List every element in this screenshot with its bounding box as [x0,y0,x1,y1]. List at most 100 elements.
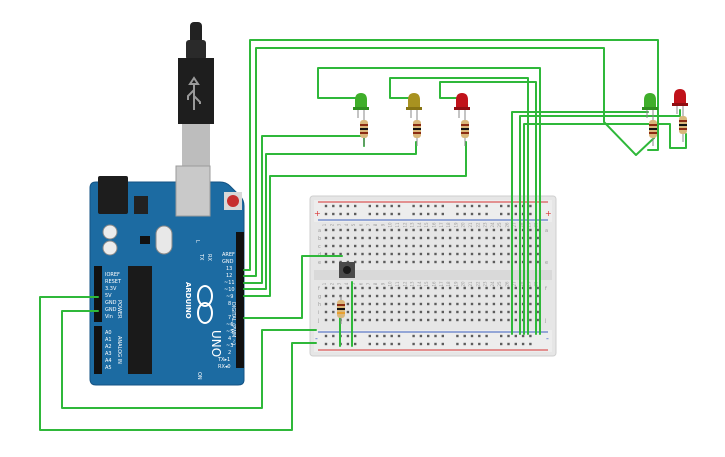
breadboard-hole[interactable] [478,318,481,322]
breadboard-hole[interactable] [536,252,539,256]
breadboard-hole[interactable] [361,318,364,322]
breadboard-hole[interactable] [375,286,379,290]
breadboard-hole[interactable] [529,236,532,240]
breadboard-hole[interactable] [324,286,328,290]
breadboard-hole[interactable] [478,302,481,306]
wire-left-green-led-ground[interactable] [317,67,541,335]
breadboard-hole[interactable] [434,260,437,264]
breadboard-hole[interactable] [507,302,510,306]
breadboard-hole[interactable] [346,236,350,240]
rail-hole[interactable] [346,334,350,338]
rail-hole[interactable] [514,212,517,216]
breadboard-hole[interactable] [463,260,466,264]
rail-hole[interactable] [470,334,474,338]
breadboard-hole[interactable] [383,318,386,322]
breadboard-hole[interactable] [368,286,371,290]
breadboard-hole[interactable] [434,318,437,322]
breadboard-hole[interactable] [448,228,452,232]
breadboard-hole[interactable] [339,228,342,232]
breadboard-hole[interactable] [492,294,496,298]
breadboard-hole[interactable] [492,228,496,232]
breadboard-hole[interactable] [412,310,415,314]
breadboard-hole[interactable] [383,310,386,314]
breadboard-hole[interactable] [375,302,379,306]
breadboard-hole[interactable] [441,302,444,306]
rail-hole[interactable] [419,342,423,346]
resistor-red-right[interactable] [679,110,687,142]
breadboard-hole[interactable] [412,318,415,322]
breadboard-hole[interactable] [500,318,503,322]
breadboard-hole[interactable] [470,244,474,248]
breadboard-hole[interactable] [419,228,423,232]
push-button[interactable] [339,262,355,278]
breadboard-hole[interactable] [332,252,335,256]
rail-hole[interactable] [463,334,466,338]
rail-hole[interactable] [427,334,430,338]
rail-hole[interactable] [368,342,371,346]
rail-hole[interactable] [368,334,371,338]
breadboard-hole[interactable] [405,302,408,306]
rail-hole[interactable] [434,342,437,346]
breadboard-hole[interactable] [463,294,466,298]
rail-hole[interactable] [383,204,386,208]
breadboard-hole[interactable] [485,294,488,298]
breadboard-hole[interactable] [514,252,517,256]
breadboard-hole[interactable] [514,228,517,232]
rail-hole[interactable] [412,212,415,216]
breadboard-hole[interactable] [463,228,466,232]
breadboard-hole[interactable] [368,310,371,314]
breadboard-hole[interactable] [390,244,393,248]
breadboard-hole[interactable] [427,228,430,232]
breadboard-hole[interactable] [427,302,430,306]
breadboard-hole[interactable] [478,310,481,314]
rail-hole[interactable] [507,342,510,346]
breadboard-hole[interactable] [324,236,328,240]
breadboard-hole[interactable] [456,236,459,240]
breadboard-hole[interactable] [456,252,459,256]
breadboard-hole[interactable] [536,286,539,290]
breadboard-hole[interactable] [412,260,415,264]
breadboard-hole[interactable] [324,252,328,256]
breadboard-hole[interactable] [405,252,408,256]
rail-hole[interactable] [339,212,342,216]
breadboard-hole[interactable] [383,286,386,290]
breadboard-hole[interactable] [324,228,328,232]
breadboard-hole[interactable] [332,260,335,264]
rail-hole[interactable] [521,334,525,338]
breadboard-hole[interactable] [448,236,452,240]
breadboard-hole[interactable] [354,260,357,264]
breadboard-hole[interactable] [427,318,430,322]
breadboard-hole[interactable] [492,318,496,322]
breadboard-hole[interactable] [434,244,437,248]
breadboard-hole[interactable] [492,252,496,256]
led-red-left[interactable] [454,93,470,118]
rail-hole[interactable] [485,342,488,346]
breadboard-hole[interactable] [397,294,401,298]
usb-cable[interactable] [178,22,214,168]
rail-hole[interactable] [375,342,379,346]
breadboard-hole[interactable] [368,260,371,264]
breadboard-hole[interactable] [485,286,488,290]
breadboard-hole[interactable] [332,310,335,314]
breadboard-hole[interactable] [397,228,401,232]
breadboard-hole[interactable] [368,294,371,298]
rail-hole[interactable] [427,342,430,346]
breadboard-hole[interactable] [485,236,488,240]
breadboard-hole[interactable] [536,310,539,314]
breadboard-hole[interactable] [412,286,415,290]
rail-hole[interactable] [500,212,503,216]
breadboard-hole[interactable] [405,318,408,322]
breadboard-hole[interactable] [529,228,532,232]
breadboard-hole[interactable] [324,260,328,264]
breadboard-hole[interactable] [361,294,364,298]
rail-hole[interactable] [478,334,481,338]
rail-hole[interactable] [514,342,517,346]
led-green-left[interactable] [353,93,369,118]
breadboard-hole[interactable] [485,318,488,322]
breadboard-hole[interactable] [427,236,430,240]
breadboard-hole[interactable] [470,260,474,264]
breadboard-hole[interactable] [500,286,503,290]
breadboard-hole[interactable] [507,228,510,232]
breadboard-hole[interactable] [339,236,342,240]
wire-right-red-led-ground[interactable] [519,109,681,335]
